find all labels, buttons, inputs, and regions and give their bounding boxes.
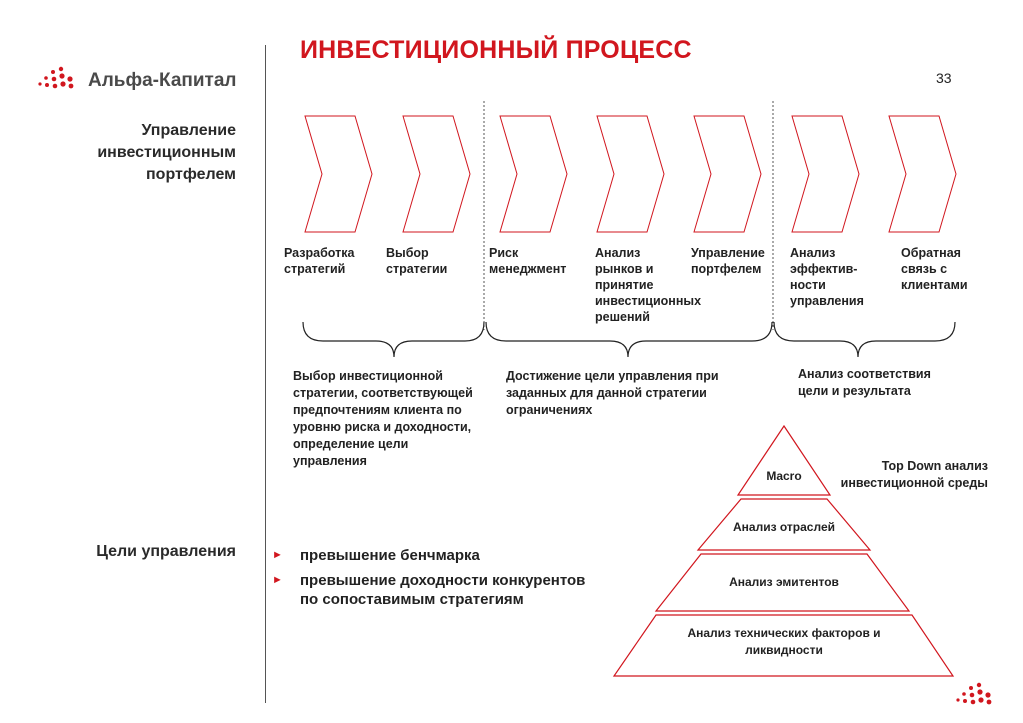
group-description-3: Анализ соответствия цели и результата bbox=[798, 367, 931, 398]
bullet-arrow-icon: ► bbox=[272, 574, 283, 586]
list-item: ► превышение доходности конкурентов по с… bbox=[272, 571, 592, 609]
pyramid-level-1 bbox=[736, 424, 832, 496]
page-title: ИНВЕСТИЦИОННЫЙ ПРОЦЕСС bbox=[300, 36, 692, 64]
chevron-step-7 bbox=[888, 115, 957, 233]
step-label-6: Анализ эффектив-ности управления bbox=[790, 246, 864, 308]
goals-list: ► превышение бенчмарка ► превышение дохо… bbox=[272, 546, 592, 609]
chevron-step-4 bbox=[596, 115, 665, 233]
section-portfolio-management: Управление инвестиционным портфелем bbox=[97, 122, 236, 183]
vertical-divider bbox=[265, 45, 266, 703]
step-label-3: Риск менеджмент bbox=[489, 246, 567, 276]
pyramid-label-macro: Macro bbox=[766, 469, 802, 483]
pyramid-label-industries: Анализ отраслей bbox=[733, 520, 835, 534]
pyramid-caption: Top Down анализ инвестиционной среды bbox=[840, 459, 988, 490]
goal-text-1: превышение бенчмарка bbox=[300, 547, 480, 564]
step-label-5: Управление портфелем bbox=[691, 246, 765, 276]
footer-logo-dots-icon bbox=[956, 682, 992, 705]
step-label-2: Выбор стратегии bbox=[386, 246, 448, 276]
chevron-step-6 bbox=[791, 115, 860, 233]
group-description-1: Выбор инвестиционной стратегии, соответс… bbox=[293, 369, 473, 468]
page-number: 33 bbox=[936, 70, 952, 86]
list-item: ► превышение бенчмарка bbox=[272, 546, 592, 565]
chevron-step-3 bbox=[499, 115, 568, 233]
brace-3 bbox=[773, 321, 956, 358]
logo bbox=[36, 66, 276, 94]
goal-text-2: превышение доходности конкурентов по соп… bbox=[300, 572, 586, 608]
chevron-step-5 bbox=[693, 115, 762, 233]
brace-1 bbox=[302, 321, 485, 358]
step-label-1: Разработка стратегий bbox=[284, 246, 355, 276]
chevron-step-1 bbox=[304, 115, 373, 233]
pyramid-level-2 bbox=[696, 498, 872, 551]
section-management-goals: Цели управления bbox=[96, 543, 236, 560]
step-label-7: Обратная связь с клиентами bbox=[901, 246, 968, 292]
group-description-2: Достижение цели управления при заданных … bbox=[506, 369, 719, 417]
logo-dots-icon bbox=[38, 66, 74, 89]
chevron-step-2 bbox=[402, 115, 471, 233]
step-label-4: Анализ рынков и принятие инвестиционных … bbox=[595, 246, 702, 324]
pyramid-level-3 bbox=[654, 553, 911, 612]
pyramid-label-issuers: Анализ эмитентов bbox=[729, 575, 839, 589]
bullet-arrow-icon: ► bbox=[272, 549, 283, 561]
pyramid-label-technical: Анализ технических факторов и ликвидност… bbox=[687, 626, 881, 657]
logo-text: Альфа-Капитал bbox=[88, 70, 237, 91]
brace-2 bbox=[485, 321, 773, 358]
pyramid-level-4 bbox=[612, 614, 955, 677]
